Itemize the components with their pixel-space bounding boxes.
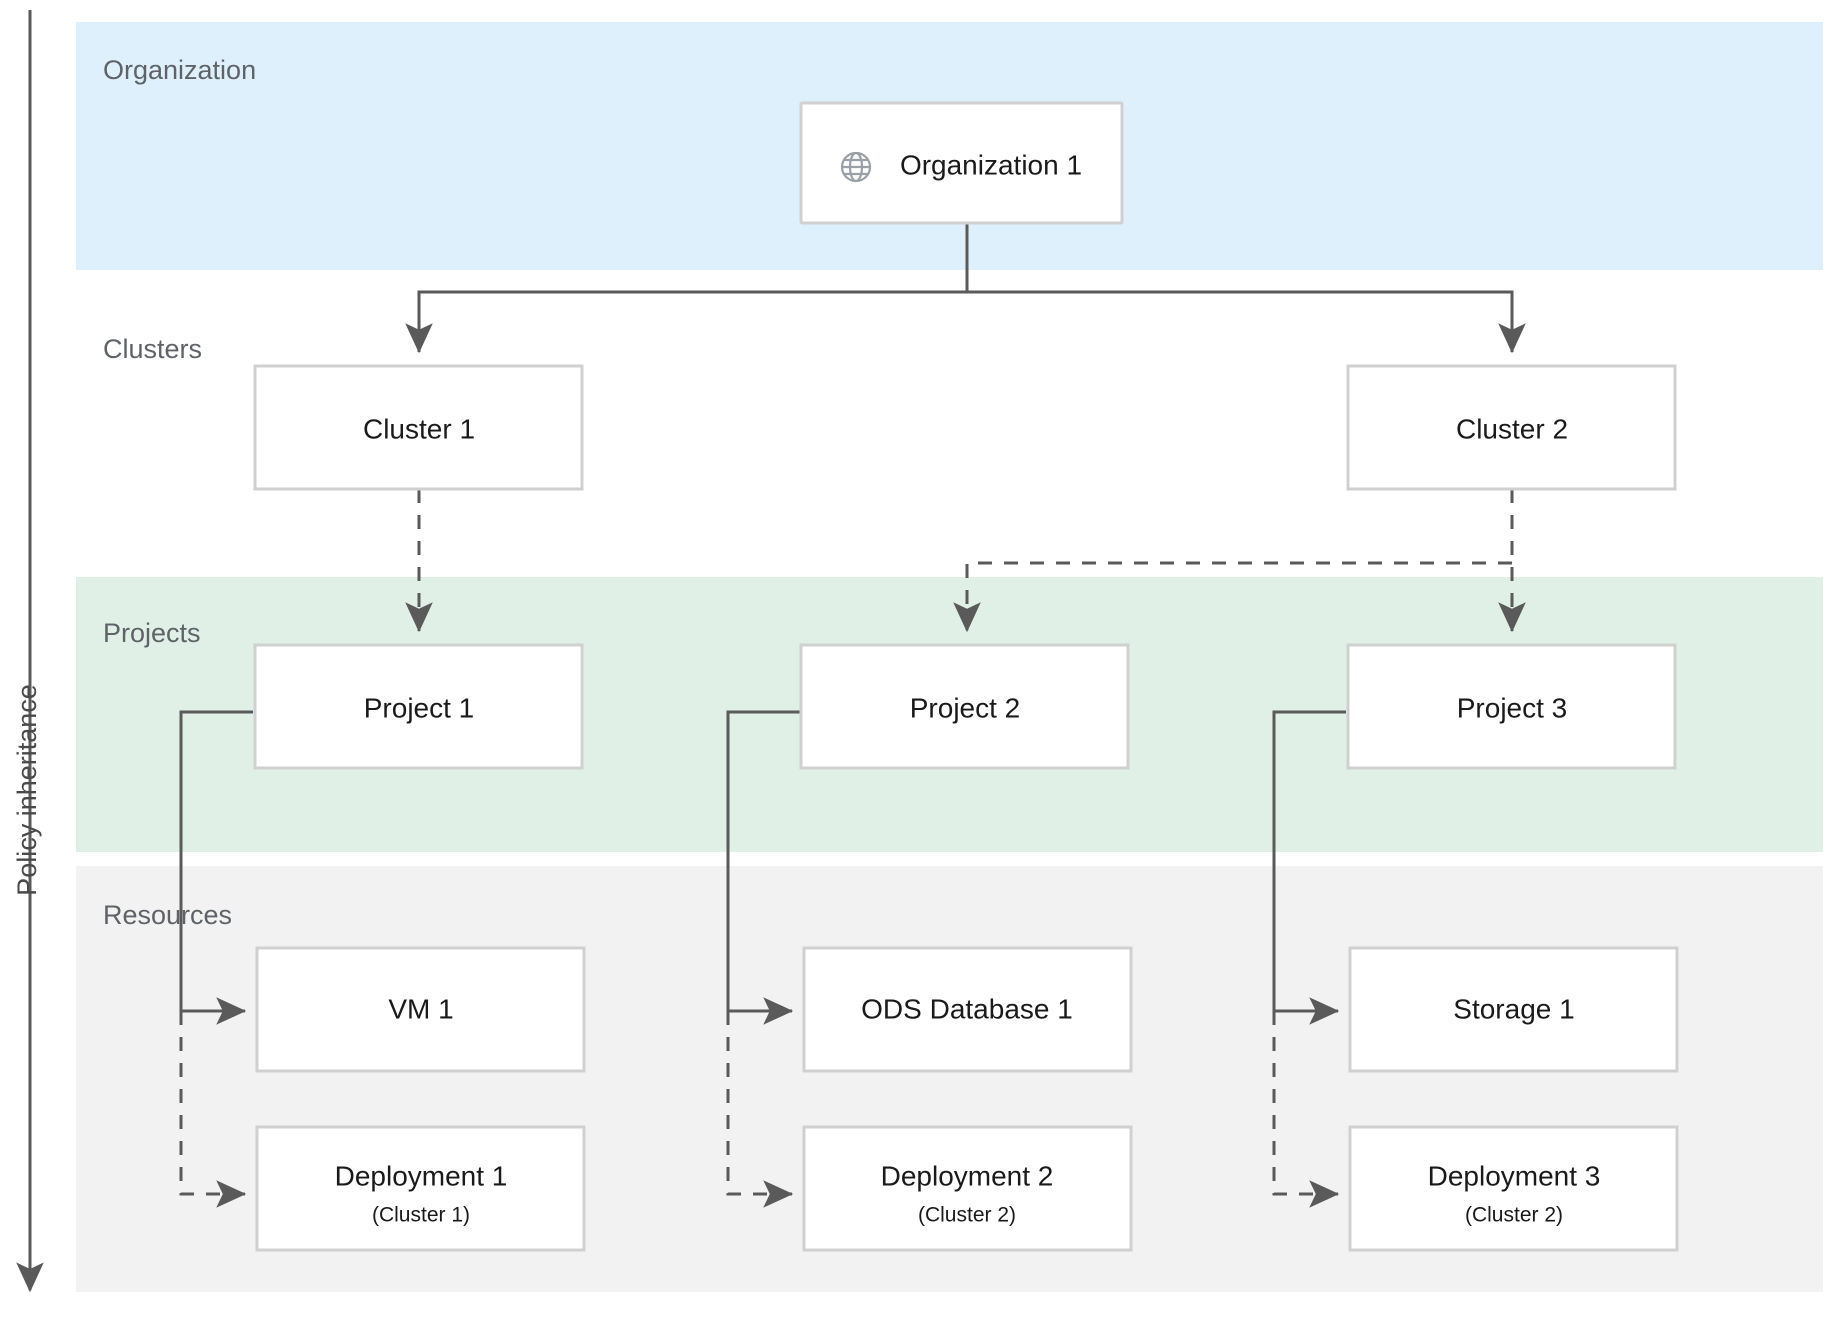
node-label-vm-1: VM 1 [388,993,453,1024]
node-deployment-1[interactable]: Deployment 1 (Cluster 1) [255,1125,586,1252]
node-label-cluster-1: Cluster 1 [363,413,475,444]
node-cluster-2[interactable]: Cluster 2 [1346,364,1677,491]
band-label-organization: Organization [103,55,256,85]
node-sublabel-deployment-3: (Cluster 2) [1465,1204,1563,1227]
node-label-ods-database-1: ODS Database 1 [861,993,1073,1024]
node-deployment-3[interactable]: Deployment 3 (Cluster 2) [1348,1125,1679,1252]
policy-inheritance-axis: Policy inheritance [12,10,44,1293]
node-label-storage-1: Storage 1 [1453,993,1574,1024]
node-label-deployment-2: Deployment 2 [881,1160,1054,1191]
node-deployment-2[interactable]: Deployment 2 (Cluster 2) [802,1125,1133,1252]
edge-project3-to-resources [1272,710,1346,1208]
node-cluster-1[interactable]: Cluster 1 [253,364,584,491]
node-vm-1[interactable]: VM 1 [255,946,586,1073]
node-label-deployment-1: Deployment 1 [335,1160,508,1191]
policy-inheritance-axis-label: Policy inheritance [12,684,42,896]
node-label-cluster-2: Cluster 2 [1456,413,1568,444]
node-organization-1[interactable]: Organization 1 [799,101,1124,225]
node-label-project-1: Project 1 [364,692,475,723]
band-label-projects: Projects [103,618,201,648]
band-label-clusters: Clusters [103,334,202,364]
node-project-1[interactable]: Project 1 [253,643,584,770]
node-sublabel-deployment-2: (Cluster 2) [918,1204,1016,1227]
node-sublabel-deployment-1: (Cluster 1) [372,1204,470,1227]
node-label-deployment-3: Deployment 3 [1428,1160,1601,1191]
edge-org-to-clusters [405,223,1526,354]
node-project-2[interactable]: Project 2 [799,643,1130,770]
node-ods-database-1[interactable]: ODS Database 1 [802,946,1133,1073]
globe-icon [840,151,872,183]
node-label-project-3: Project 3 [1457,692,1568,723]
edge-project2-to-resources [726,710,800,1208]
node-storage-1[interactable]: Storage 1 [1348,946,1679,1073]
edge-project1-to-resources [179,710,253,1208]
band-label-resources: Resources [103,900,232,930]
node-project-3[interactable]: Project 3 [1346,643,1677,770]
node-label-project-2: Project 2 [910,692,1021,723]
node-label-organization-1: Organization 1 [900,149,1082,180]
